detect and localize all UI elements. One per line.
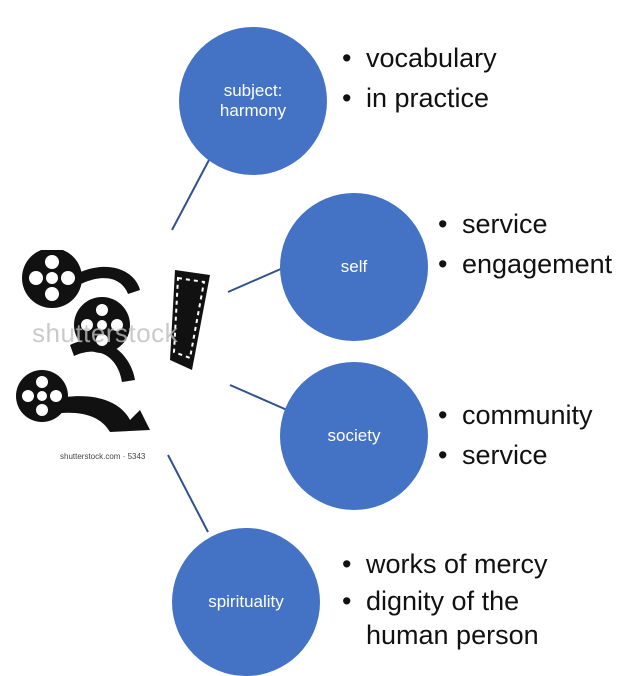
bullet-item: works of mercy <box>342 544 572 584</box>
image-credit: shutterstock.com · 5343 <box>60 452 146 461</box>
bullet-item: engagement <box>438 244 612 284</box>
bullet-list-self: service engagement <box>438 204 612 284</box>
bullet-item: service <box>438 435 593 475</box>
connector-line-society <box>229 384 288 411</box>
film-reel-bottom-icon <box>16 370 68 422</box>
node-spirituality: spirituality <box>172 528 320 676</box>
bullet-item: vocabulary <box>342 38 497 78</box>
film-reel-image <box>16 250 210 432</box>
bullet-item: in practice <box>342 78 497 118</box>
connector-line-spirituality <box>167 454 209 533</box>
bullet-list-subject: vocabulary in practice <box>342 38 497 118</box>
node-self: self <box>280 193 428 341</box>
bullet-list-society: community service <box>438 395 593 475</box>
connector-line-self <box>227 267 284 293</box>
bullet-item: community <box>438 395 593 435</box>
node-society: society <box>280 362 428 510</box>
film-reel-top-icon <box>22 250 82 308</box>
bullet-list-spirituality: works of mercy dignity of the human pers… <box>342 544 572 652</box>
bullet-item: service <box>438 204 612 244</box>
bullet-item: dignity of the human person <box>342 584 572 652</box>
watermark-text: shutterstock <box>32 318 179 348</box>
node-label: subject: harmony <box>219 80 287 120</box>
node-label: spirituality <box>208 591 284 611</box>
node-subject-harmony: subject: harmony <box>179 27 327 175</box>
node-label: society <box>327 425 381 445</box>
film-reel-middle-icon <box>74 297 130 353</box>
node-label: self <box>340 256 368 276</box>
